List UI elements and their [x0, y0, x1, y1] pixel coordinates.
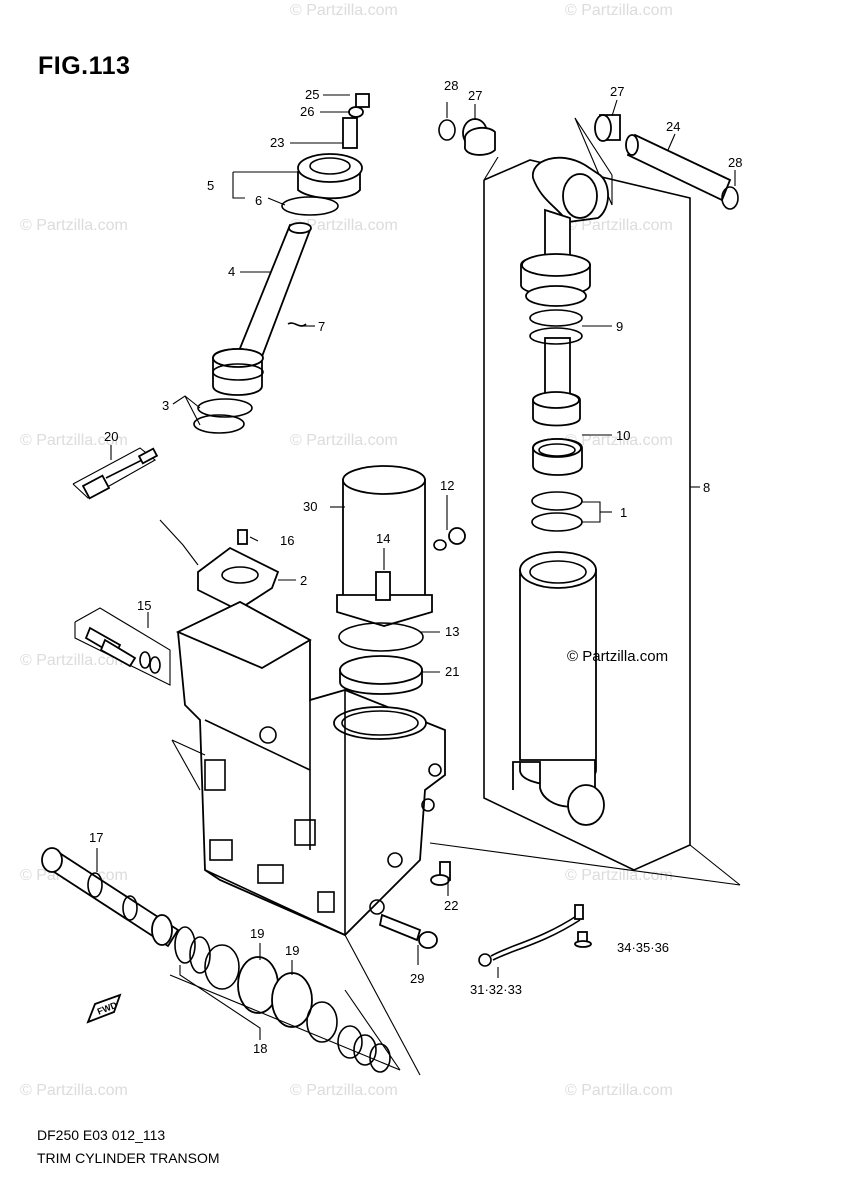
callout-18: 18: [253, 1041, 267, 1056]
callout-7: 7: [318, 319, 325, 334]
callout-29: 29: [410, 971, 424, 986]
valve-20: [72, 447, 159, 500]
callouts: 25 26 23 5 6 4 7 3 20 16 2 15 30 14 12 1…: [89, 78, 742, 1056]
callout-24: 24: [666, 119, 680, 134]
callout-3: 3: [162, 398, 169, 413]
callout-22: 22: [444, 898, 458, 913]
spool-17-rings: [41, 847, 421, 1076]
leader-lines: [96, 94, 736, 1040]
watermark: © Partzilla.com: [565, 432, 673, 449]
callout-25: 25: [305, 87, 319, 102]
callout-26: 26: [300, 104, 314, 119]
callout-19-b: 19: [285, 943, 299, 958]
watermark: © Partzilla.com: [20, 652, 128, 669]
callout-1: 1: [620, 505, 627, 520]
valve-15: [74, 607, 171, 686]
callout-5: 5: [207, 178, 214, 193]
watermark: © Partzilla.com: [565, 2, 673, 19]
watermark: © Partzilla.com: [290, 432, 398, 449]
watermark: © Partzilla.com: [565, 217, 673, 234]
seal-10: [532, 438, 583, 476]
lead-wire: [478, 904, 592, 967]
fwd-arrow-icon: FWD: [86, 993, 122, 1024]
callout-30: 30: [303, 499, 317, 514]
cylinder-assembly-frame: [429, 117, 741, 886]
callout-34-35-36: 34·35·36: [617, 940, 669, 955]
figure-title: FIG.113: [38, 52, 131, 80]
diagram-code: DF250 E03 012_113: [37, 1127, 166, 1143]
watermark: © Partzilla.com: [290, 1082, 398, 1099]
callout-4: 4: [228, 264, 235, 279]
manifold-plate-2: [159, 519, 280, 612]
callout-27-right: 27: [610, 84, 624, 99]
watermark: © Partzilla.com: [565, 1082, 673, 1099]
callout-10: 10: [616, 428, 630, 443]
callout-20: 20: [104, 429, 118, 444]
rings-13-21: [338, 622, 424, 695]
pin-assembly: [438, 114, 739, 210]
cylinder-body: [171, 600, 446, 937]
callout-16: 16: [280, 533, 294, 548]
callout-12: 12: [440, 478, 454, 493]
callout-31-32-33: 31·32·33: [470, 982, 522, 997]
watermark: © Partzilla.com: [20, 217, 128, 234]
credit-text: © Partzilla.com: [567, 648, 669, 665]
callout-23: 23: [270, 135, 284, 150]
callout-13: 13: [445, 624, 459, 639]
o-ring-11: [531, 491, 583, 532]
watermark: © Partzilla.com: [565, 867, 673, 884]
watermark: © Partzilla.com: [20, 1082, 128, 1099]
callout-28-right: 28: [728, 155, 742, 170]
callout-17: 17: [89, 830, 103, 845]
callout-9: 9: [616, 319, 623, 334]
reservoir-30: [336, 465, 466, 627]
callout-6: 6: [255, 193, 262, 208]
bolts: [378, 861, 451, 949]
callout-19-a: 19: [250, 926, 264, 941]
callout-2: 2: [300, 573, 307, 588]
watermark: © Partzilla.com: [20, 432, 128, 449]
watermark: © Partzilla.com: [290, 2, 398, 19]
tilt-rod: [193, 93, 370, 434]
callout-21: 21: [445, 664, 459, 679]
callout-8: 8: [703, 480, 710, 495]
cylinder-tube: [512, 551, 605, 826]
watermark: © Partzilla.com: [290, 217, 398, 234]
piston-rod: [520, 156, 609, 427]
callout-28-left: 28: [444, 78, 458, 93]
callout-27-left: 27: [468, 88, 482, 103]
callout-15: 15: [137, 598, 151, 613]
diagram-title: TRIM CYLINDER TRANSOM: [37, 1150, 220, 1166]
o-ring-9: [529, 309, 583, 345]
callout-14: 14: [376, 531, 390, 546]
